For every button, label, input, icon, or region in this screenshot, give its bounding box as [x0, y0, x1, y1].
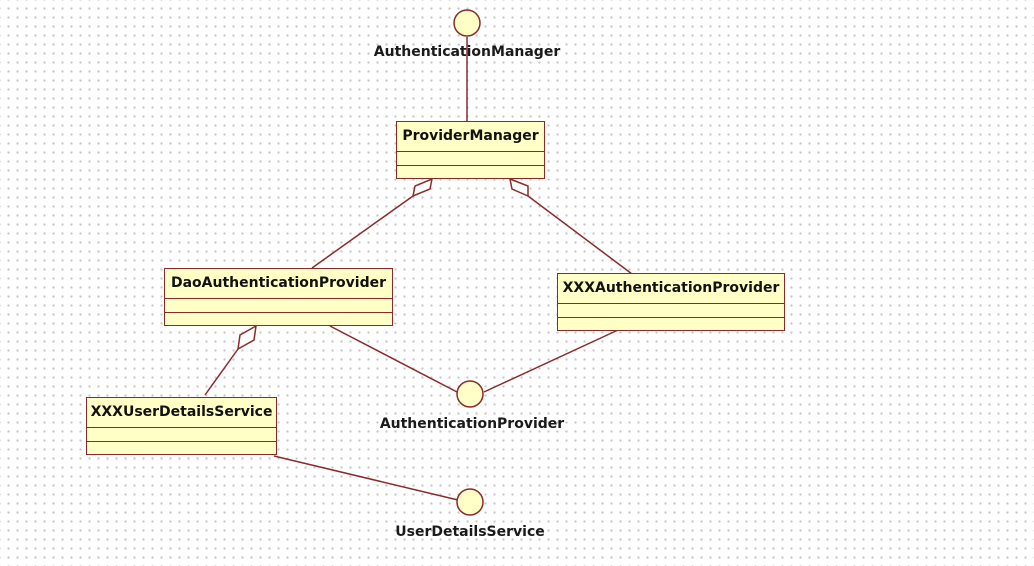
authentication-manager-interface-icon	[453, 9, 481, 37]
dao-authentication-provider-operations	[165, 313, 392, 326]
provider-manager-operations	[397, 166, 544, 179]
dao-authentication-provider-attributes	[165, 299, 392, 313]
xxx-user-details-service-operations	[87, 442, 276, 455]
aggregation-diamond-dao	[237, 324, 257, 351]
link-dao-authprovider	[329, 325, 458, 393]
aggregation-providermanager-dao	[311, 195, 414, 269]
link-xxxuserdetails-userdetailsservice	[273, 455, 459, 501]
aggregation-diamond-right	[508, 177, 529, 198]
aggregation-dao-xxxuserdetails	[204, 348, 239, 396]
user-details-service-interface-icon	[456, 488, 484, 516]
xxx-authentication-provider-operations	[558, 318, 784, 331]
xxx-authentication-provider-class[interactable]: XXXAuthenticationProvider	[557, 273, 785, 331]
provider-manager-class-name: ProviderManager	[397, 122, 544, 152]
dao-authentication-provider-class[interactable]: DaoAuthenticationProvider	[164, 268, 393, 326]
provider-manager-class[interactable]: ProviderManager	[396, 121, 545, 179]
xxx-authentication-provider-attributes	[558, 304, 784, 318]
user-details-service-label: UserDetailsService	[395, 524, 545, 540]
dao-authentication-provider-class-name: DaoAuthenticationProvider	[165, 269, 392, 299]
authentication-manager-label: AuthenticationManager	[373, 44, 561, 60]
aggregation-providermanager-xxx	[527, 195, 633, 275]
xxx-user-details-service-class[interactable]: XXXUserDetailsService	[86, 397, 277, 455]
xxx-user-details-service-class-name: XXXUserDetailsService	[87, 398, 276, 428]
provider-manager-attributes	[397, 152, 544, 166]
link-xxx-authprovider	[483, 329, 619, 393]
authentication-provider-label: AuthenticationProvider	[379, 416, 565, 432]
xxx-user-details-service-attributes	[87, 428, 276, 442]
authentication-provider-interface-icon	[456, 380, 484, 408]
aggregation-diamond-left	[411, 177, 434, 198]
xxx-authentication-provider-class-name: XXXAuthenticationProvider	[558, 274, 784, 304]
